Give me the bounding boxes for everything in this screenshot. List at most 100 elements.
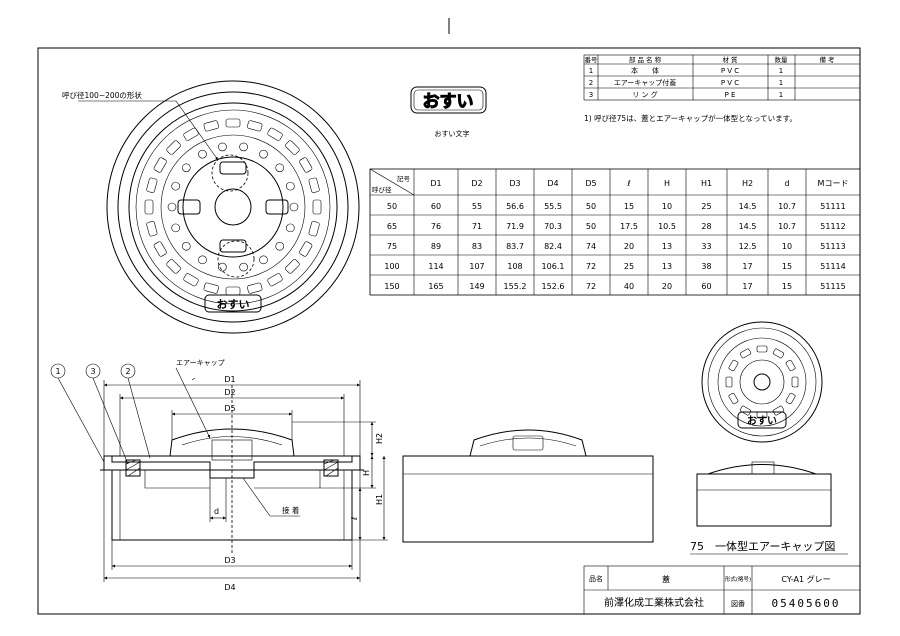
mid-hole	[218, 142, 227, 152]
model-value: CY-A1 グレー	[781, 574, 830, 584]
parts-cell: 1	[589, 67, 593, 75]
dim-cell: 71.9	[506, 222, 524, 231]
dim-d5: D5	[224, 404, 235, 413]
outer-slot	[267, 127, 283, 141]
dim-cell: 75	[387, 242, 397, 251]
mid-hole	[286, 223, 295, 233]
dim-cell: 13	[662, 242, 672, 251]
mid-hole	[171, 223, 180, 233]
dim-cell: 15	[782, 282, 792, 291]
parts-cell: 1	[779, 67, 783, 75]
small-slot	[785, 359, 796, 372]
outer-slot	[299, 157, 313, 173]
section-view: 1 3 2 エアーキャップ D1 D2 D5 D3 D4 H2 H H1 ℓ d…	[50, 359, 388, 592]
outer-slot	[166, 259, 181, 274]
adhesive-label: 接 着	[282, 505, 299, 515]
parts-header-cell: 数量	[775, 55, 789, 64]
integrated-top-view: おすい	[701, 321, 823, 443]
mid-hole	[289, 202, 299, 212]
dim-cell: 76	[431, 222, 441, 231]
dim-cell: 10.7	[778, 202, 796, 211]
dim-cell: 20	[662, 282, 672, 291]
dim-cell: 70.3	[544, 222, 562, 231]
parts-header-cell: 備 考	[819, 55, 835, 64]
small-slot	[772, 405, 785, 416]
mid-hole	[167, 202, 177, 212]
parts-cell: 2	[589, 79, 593, 87]
outer-slot	[312, 199, 322, 215]
dim-l: ℓ	[350, 517, 359, 521]
outer-slot	[144, 199, 154, 215]
logo-text: おすい	[423, 92, 474, 112]
small-slot	[739, 405, 752, 416]
integrated-logo: おすい	[747, 415, 777, 427]
integrated-side-view	[696, 461, 832, 527]
dim-header-cell: D1	[430, 179, 441, 188]
dim-cell: 51115	[820, 282, 845, 291]
mid-hole	[286, 181, 295, 191]
parts-header-cell: 材 質	[722, 55, 738, 64]
dim-cell: 150	[384, 282, 399, 291]
dim-cell: 28	[701, 222, 711, 231]
outer-slot	[203, 120, 219, 132]
dim-cell: 51114	[820, 262, 845, 271]
dim-cell: 14.5	[739, 222, 757, 231]
dim-cell: 15	[624, 202, 634, 211]
outer-slot	[299, 241, 313, 257]
parts-cell: リ ン グ	[632, 90, 657, 99]
dim-cell: 15	[782, 262, 792, 271]
dim-cell: 12.5	[739, 242, 757, 251]
dim-cell: 10	[662, 202, 672, 211]
dim-header-cell: D2	[471, 179, 482, 188]
small-slot	[791, 376, 799, 388]
integrated-caption: 75 一体型エアーキャップ図	[690, 539, 835, 553]
parts-cell: P V C	[721, 67, 739, 75]
outer-slot	[183, 273, 199, 287]
mid-hole	[218, 262, 227, 272]
company-name: 前澤化成工業株式会社	[604, 596, 704, 609]
dim-cell: 38	[701, 262, 711, 271]
dim-header-cell: H1	[701, 179, 712, 188]
dim-cell: 108	[507, 262, 522, 271]
mid-hole	[239, 262, 248, 272]
dim-cell: 106.1	[542, 262, 565, 271]
outer-slot	[183, 127, 199, 141]
dim-h2: H2	[375, 433, 384, 444]
drawing-label: 図番	[731, 600, 745, 608]
parts-header-cell: 番号	[585, 56, 599, 64]
dim-d2: D2	[224, 388, 235, 397]
dim-cell: 25	[624, 262, 634, 271]
small-slot	[728, 359, 739, 372]
dim-header-cell: ℓ	[626, 179, 630, 188]
model-label: 形式(略号)	[725, 575, 751, 583]
parts-cell: P E	[725, 91, 736, 99]
small-slot	[725, 376, 733, 388]
dim-cell: 14.5	[739, 202, 757, 211]
dim-cell: 51113	[820, 242, 845, 251]
product-value: 蓋	[662, 574, 670, 584]
mid-hole	[198, 255, 207, 265]
outer-slot	[225, 118, 241, 128]
dim-cell: 107	[469, 262, 484, 271]
mid-hole	[259, 255, 268, 265]
outer-slot	[247, 282, 263, 294]
dim-cell: 10.5	[658, 222, 676, 231]
product-label: 品名	[589, 574, 603, 583]
mid-hole	[239, 142, 248, 152]
dim-h1: H1	[375, 494, 384, 505]
small-slot	[772, 348, 785, 359]
air-cap-label: エアーキャップ	[176, 359, 225, 367]
logo-plate: おすい	[410, 86, 487, 114]
balloon-2: 2	[125, 367, 130, 376]
corner-top: 記号	[397, 174, 411, 183]
dim-cell: 72	[586, 282, 596, 291]
dim-cell: 17.5	[620, 222, 638, 231]
dim-cell: 82.4	[544, 242, 562, 251]
side-view	[402, 429, 654, 543]
dim-cell: 60	[431, 202, 441, 211]
dim-cell: 20	[624, 242, 634, 251]
dim-cell: 149	[469, 282, 484, 291]
dim-cell: 83	[472, 242, 482, 251]
small-slot	[756, 345, 768, 353]
parts-cell: 1	[779, 91, 783, 99]
